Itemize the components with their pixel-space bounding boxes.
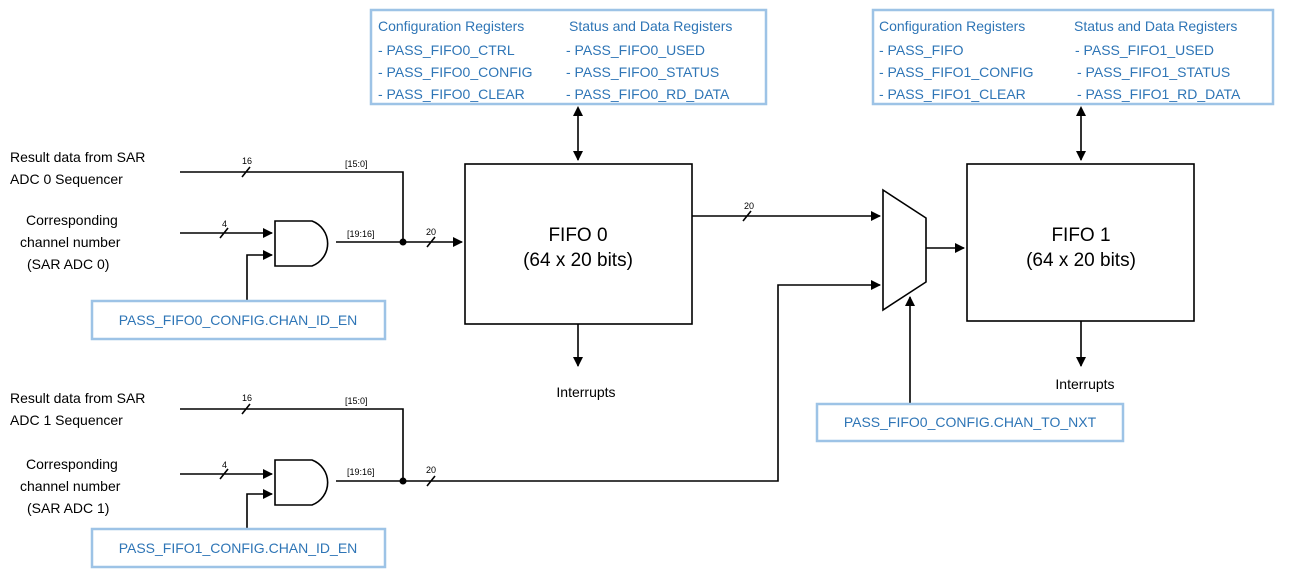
- fifo0-block: FIFO 0 (64 x 20 bits): [464, 163, 693, 325]
- bus-width-slash: [426, 475, 436, 487]
- fifo1-size: (64 x 20 bits): [1026, 250, 1136, 271]
- and-gate-0: [274, 220, 329, 267]
- register-item: - PASS_FIFO1_USED: [1075, 42, 1214, 58]
- sar0-result-bus: [180, 171, 404, 241]
- bus-width-label: 4: [222, 460, 227, 470]
- bit-range-label: [19:16]: [347, 467, 375, 477]
- fifo0-size: (64 x 20 bits): [523, 250, 633, 271]
- sar0-channel-label-line2: channel number: [20, 234, 121, 250]
- bus-width-label: 16: [242, 393, 252, 403]
- config-registers-header: Configuration Registers: [378, 18, 524, 34]
- multiplexer: [882, 188, 927, 312]
- register-item: - PASS_FIFO0_CONFIG: [378, 64, 533, 80]
- fifo0-interrupts-label: Interrupts: [556, 384, 615, 400]
- register-item: - PASS_FIFO0_CTRL: [378, 42, 515, 58]
- bus-width-label: 20: [426, 465, 436, 475]
- sar1-channel-label-line1: Corresponding: [26, 456, 118, 472]
- config-registers-header: Configuration Registers: [879, 18, 1025, 34]
- fifo1-title: FIFO 1: [1051, 225, 1110, 246]
- sar1-to-mux-bus: [336, 280, 881, 482]
- bus-width-slash: [426, 236, 436, 248]
- bit-range-label: [15:0]: [345, 396, 368, 406]
- fifo0-chan-id-en-box: [90, 299, 387, 341]
- sar1-channel-label-line3: (SAR ADC 1): [27, 500, 109, 516]
- register-item: - PASS_FIFO0_RD_DATA: [566, 86, 730, 102]
- bus-width-slash: [241, 166, 251, 178]
- bus-width-slash: [241, 403, 251, 415]
- fifo1-block: FIFO 1 (64 x 20 bits): [966, 163, 1195, 322]
- status-registers-header: Status and Data Registers: [569, 18, 732, 34]
- bit-range-label: [15:0]: [345, 159, 368, 169]
- sar1-channel-label-line2: channel number: [20, 478, 121, 494]
- fifo0-chan-id-en-label: PASS_FIFO0_CONFIG.CHAN_ID_EN: [119, 312, 358, 328]
- register-item: - PASS_FIFO0_STATUS: [566, 64, 719, 80]
- bus-width-label: 20: [426, 227, 436, 237]
- bus-width-label: 4: [222, 219, 227, 229]
- sar0-channel-label-line3: (SAR ADC 0): [27, 256, 109, 272]
- bus-width-label: 16: [242, 156, 252, 166]
- status-registers-header: Status and Data Registers: [1074, 18, 1237, 34]
- bus-width-slash: [219, 468, 229, 480]
- junction-dot: [399, 477, 407, 485]
- register-item: - PASS_FIFO1_CONFIG: [879, 64, 1034, 80]
- bus-width-label: 20: [744, 201, 754, 211]
- fifo1-chan-id-en-label: PASS_FIFO1_CONFIG.CHAN_ID_EN: [119, 540, 358, 556]
- sar0-result-label-line2: ADC 0 Sequencer: [10, 171, 123, 187]
- bit-range-label: [19:16]: [347, 229, 375, 239]
- fifo0-register-box: Configuration Registers Status and Data …: [369, 8, 768, 106]
- register-item: - PASS_FIFO0_USED: [566, 42, 705, 58]
- junction-dot: [399, 238, 407, 246]
- register-item: - PASS_FIFO1_CLEAR: [879, 86, 1026, 102]
- register-item: - PASS_FIFO1_STATUS: [1077, 64, 1230, 80]
- chan-to-nxt-box: [815, 402, 1125, 443]
- chan-id-en-1-line: [246, 489, 273, 544]
- chan-to-nxt-label: PASS_FIFO0_CONFIG.CHAN_TO_NXT: [844, 414, 1097, 430]
- register-item: - PASS_FIFO: [879, 42, 964, 58]
- sar0-result-label-line1: Result data from SAR: [10, 149, 145, 165]
- bus-width-slash: [219, 227, 229, 239]
- and-gate-1: [274, 459, 329, 506]
- register-item: - PASS_FIFO1_RD_DATA: [1077, 86, 1241, 102]
- fifo1-interrupts-label: Interrupts: [1055, 376, 1114, 392]
- bus-width-slash: [742, 210, 752, 222]
- sar1-result-label-line1: Result data from SAR: [10, 390, 145, 406]
- sar1-result-bus: [180, 408, 404, 480]
- register-item: - PASS_FIFO0_CLEAR: [378, 86, 525, 102]
- fifo1-register-box: Configuration Registers Status and Data …: [871, 8, 1275, 106]
- fifo1-chan-id-en-box: [90, 527, 387, 569]
- sar0-channel-label-line1: Corresponding: [26, 212, 118, 228]
- chan-id-en-0-line: [246, 250, 273, 317]
- fifo0-title: FIFO 0: [548, 225, 607, 246]
- sar1-result-label-line2: ADC 1 Sequencer: [10, 412, 123, 428]
